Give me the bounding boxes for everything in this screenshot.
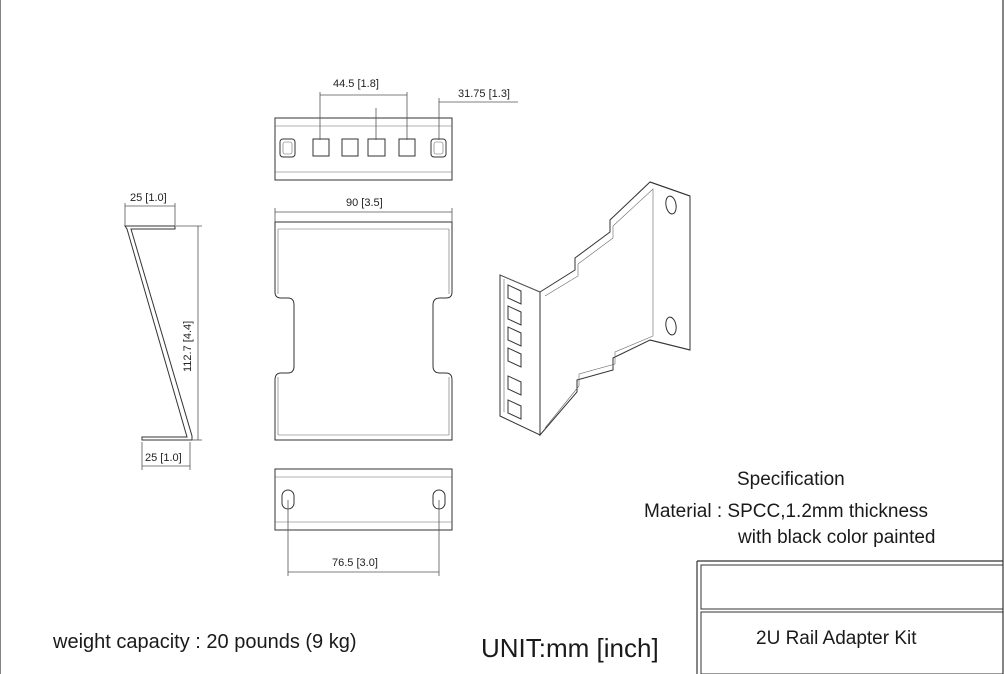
iso-rear-slot-top xyxy=(665,195,677,215)
spec-finish: with black color painted xyxy=(737,527,936,548)
iso-front-flange xyxy=(499,274,541,436)
side-view: 25 [1.0] 112.7 [4.4] 25 [1.0] xyxy=(124,192,202,470)
iso-body xyxy=(539,181,691,437)
dim-flange-bottom: 25 [1.0] xyxy=(145,452,182,464)
hole-rounded-left xyxy=(279,138,296,158)
title-block-row-1 xyxy=(700,564,1004,610)
square-hole xyxy=(367,138,386,157)
dim-slot-spacing: 76.5 [3.0] xyxy=(332,557,378,569)
dim-hole-pitch: 44.5 [1.8] xyxy=(333,78,379,90)
spec-material: Material : SPCC,1.2mm thickness xyxy=(644,501,928,522)
bottom-view: 76.5 [3.0] xyxy=(274,468,453,576)
iso-rear-slot-bottom xyxy=(665,316,677,336)
square-hole xyxy=(341,138,359,157)
front-view-outline xyxy=(274,221,453,441)
unit-label: UNIT:mm [inch] xyxy=(481,633,659,663)
spec-title: Specification xyxy=(737,469,845,490)
bottom-view-outline xyxy=(274,468,453,531)
title-block: 2U Rail Adapter Kit xyxy=(696,560,1004,674)
dim-width: 90 [3.5] xyxy=(346,197,383,209)
hole-rounded-right xyxy=(430,138,447,158)
weight-capacity: weight capacity : 20 pounds (9 kg) xyxy=(52,631,357,653)
isometric-view xyxy=(499,181,691,437)
front-view: 90 [3.5] xyxy=(274,197,453,441)
dim-height: 112.7 [4.4] xyxy=(182,321,194,372)
square-hole xyxy=(398,138,416,157)
product-name: 2U Rail Adapter Kit xyxy=(756,628,917,649)
square-hole xyxy=(312,138,330,157)
dim-flange-top: 25 [1.0] xyxy=(130,192,167,204)
top-view-outline xyxy=(274,117,453,181)
top-view: 44.5 [1.8] 31.75 [1.3] xyxy=(274,78,518,181)
title-block-row-2 xyxy=(700,611,1004,674)
dim-edge-offset: 31.75 [1.3] xyxy=(458,88,510,100)
